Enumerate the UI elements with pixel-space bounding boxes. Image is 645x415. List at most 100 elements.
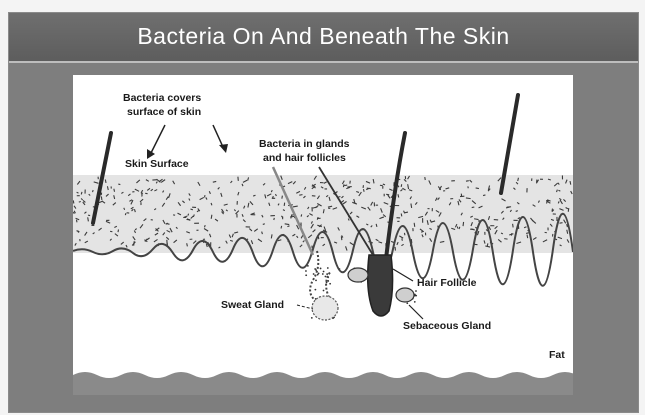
bacteria-speck (318, 272, 320, 274)
label-bacteria-surface-1: Bacteria covers (123, 92, 201, 104)
bacteria-speck (305, 270, 307, 272)
bacteria-speck (188, 214, 189, 216)
bacteria-speck (274, 218, 275, 220)
bacteria-speck (380, 185, 383, 186)
bacteria-speck (315, 279, 317, 281)
bacteria-speck (211, 215, 212, 219)
bacteria-speck (282, 196, 283, 199)
bacteria-speck (363, 189, 364, 192)
bacteria-speck (402, 238, 403, 240)
bacteria-speck (314, 268, 316, 270)
bacteria-speck (323, 290, 325, 292)
bacteria-speck (414, 301, 416, 303)
bacteria-speck (299, 195, 302, 196)
bacteria-speck (406, 302, 408, 304)
arrow-skin-surface-right (213, 125, 223, 147)
bacteria-speck (323, 271, 325, 273)
bacteria-speck (253, 195, 255, 196)
bacteria-speck (301, 214, 302, 216)
bacteria-speck (513, 224, 514, 228)
bacteria-speck (483, 195, 485, 196)
bacteria-speck (518, 178, 519, 181)
bacteria-speck (271, 234, 272, 238)
bacteria-speck (322, 273, 324, 275)
bacteria-speck (472, 207, 475, 208)
bacteria-speck (327, 267, 329, 269)
bacteria-speck (343, 184, 344, 187)
bacteria-speck (313, 273, 315, 275)
bacteria-speck (476, 188, 479, 189)
bacteria-speck (124, 208, 125, 210)
bacteria-speck (204, 195, 205, 197)
bacteria-speck (285, 224, 290, 225)
bacteria-speck (347, 187, 351, 188)
title-bar: Bacteria On And Beneath The Skin (9, 13, 638, 63)
bacteria-speck (383, 184, 385, 185)
bacteria-speck (459, 227, 460, 229)
bacteria-speck (263, 224, 265, 225)
bacteria-speck (415, 290, 417, 292)
bacteria-speck (125, 213, 126, 215)
bacteria-speck (272, 197, 274, 198)
skin-diagram-panel: Bacteria covers surface of skin Skin Sur… (73, 75, 573, 395)
bacteria-speck (287, 226, 289, 227)
hair-follicle (368, 255, 393, 316)
skin-diagram: Bacteria covers surface of skin Skin Sur… (73, 75, 573, 395)
label-skin-surface: Skin Surface (125, 158, 189, 170)
bacteria-speck (327, 280, 329, 282)
bacteria-speck (570, 181, 571, 185)
label-bacteria-glands-1: Bacteria in glands (259, 138, 350, 150)
bacteria-speck (187, 243, 188, 246)
bacteria-speck (114, 189, 115, 192)
bacteria-speck (527, 235, 528, 238)
label-bacteria-glands-2: and hair follicles (263, 152, 346, 164)
sebaceous-gland-right (396, 288, 414, 302)
sebaceous-gland-left (348, 268, 368, 282)
bacteria-speck (281, 226, 282, 229)
bacteria-speck (81, 192, 82, 195)
sweat-gland (312, 296, 338, 320)
bacteria-speck (320, 268, 322, 270)
bacteria-speck (466, 198, 471, 199)
bacteria-speck (326, 282, 328, 284)
bacteria-speck (487, 243, 488, 246)
bacteria-speck (401, 214, 402, 217)
bacteria-speck (118, 184, 120, 185)
bacteria-speck (73, 200, 74, 203)
bacteria-speck (326, 273, 328, 275)
arrow-sebaceous-gland (409, 305, 423, 319)
bacteria-speck (341, 236, 342, 240)
bacteria-speck (190, 209, 192, 210)
label-sebaceous-gland: Sebaceous Gland (403, 320, 491, 332)
slide: Bacteria On And Beneath The Skin (8, 12, 639, 413)
bacteria-speck (466, 181, 469, 182)
label-sweat-gland: Sweat Gland (221, 299, 284, 311)
bacteria-speck (118, 230, 119, 233)
bacteria-speck (558, 190, 560, 191)
skin-layer (73, 175, 573, 253)
bacteria-speck (411, 204, 412, 208)
bacteria-speck (262, 232, 263, 235)
label-fat: Fat (549, 349, 565, 361)
bacteria-speck (305, 274, 307, 276)
bacteria-speck (401, 184, 402, 187)
bacteria-speck (398, 194, 399, 197)
bacteria-speck (204, 225, 205, 227)
arrow-head-right (219, 144, 228, 153)
bacteria-speck (93, 190, 94, 192)
bacteria-speck (79, 201, 81, 202)
bacteria-speck (213, 181, 216, 182)
bacteria-speck (414, 223, 415, 227)
bacteria-speck (568, 208, 569, 212)
arrow-skin-surface-left (151, 125, 165, 153)
bacteria-speck (134, 241, 135, 246)
bacteria-speck (516, 211, 518, 212)
label-hair-follicle: Hair Follicle (417, 277, 477, 289)
slide-title: Bacteria On And Beneath The Skin (9, 23, 638, 50)
bacteria-speck (329, 283, 331, 285)
bacteria-speck (105, 179, 106, 182)
bacteria-speck (323, 209, 324, 213)
bacteria-speck (344, 185, 347, 186)
bacteria-speck (88, 217, 89, 221)
bacteria-speck (314, 289, 316, 291)
